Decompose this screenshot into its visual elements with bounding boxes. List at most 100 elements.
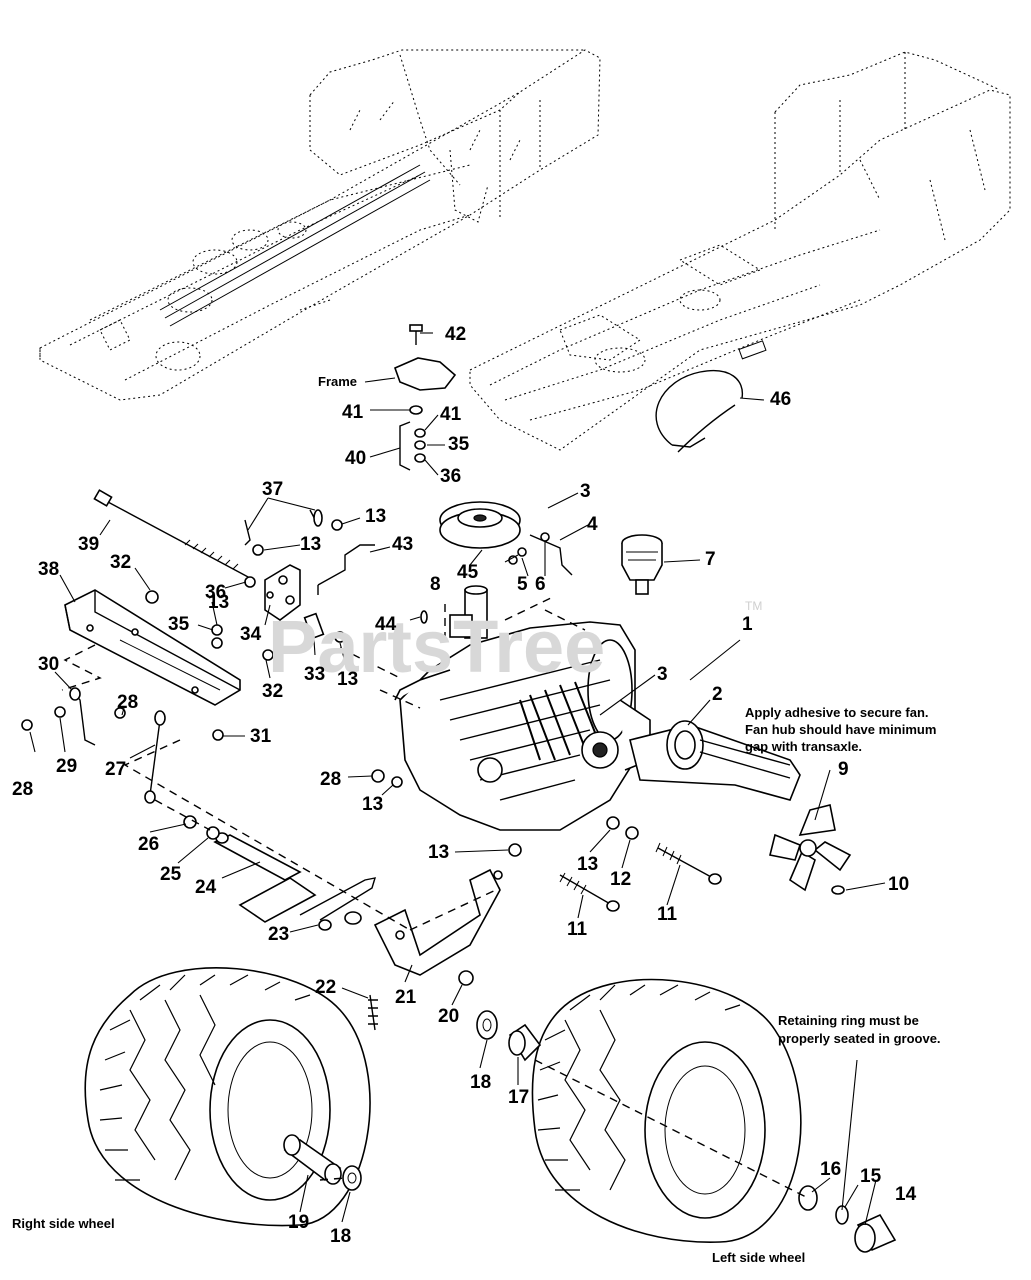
leader-lines	[29, 332, 886, 1226]
callout-1: 1	[742, 614, 753, 635]
callout-20: 20	[438, 1006, 459, 1027]
note-fan-3: gap with transaxle.	[745, 739, 862, 754]
callout-3: 3	[580, 481, 591, 502]
callout-32: 32	[262, 681, 283, 702]
pedal-21	[373, 868, 503, 976]
rod-43	[317, 544, 375, 595]
callout-15: 15	[860, 1166, 882, 1187]
callout-41: 41	[440, 404, 462, 425]
callout-36: 36	[440, 466, 461, 487]
callout-44: 44	[375, 614, 397, 635]
callout-7: 7	[705, 549, 716, 570]
note-fan-2: Fan hub should have minimum	[745, 722, 936, 737]
callout-27: 27	[105, 759, 126, 780]
bracket-34	[264, 564, 301, 621]
callout-9: 9	[838, 759, 849, 780]
hardware	[21, 519, 639, 986]
callout-13: 13	[337, 669, 358, 690]
callout-26: 26	[138, 834, 159, 855]
callout-13: 13	[577, 854, 598, 875]
note-right-wheel: Right side wheel	[12, 1216, 115, 1231]
callout-16: 16	[820, 1159, 841, 1180]
callout-31: 31	[250, 726, 272, 747]
pulley-8	[439, 501, 521, 549]
callout-11: 11	[567, 919, 588, 940]
left-tractor-frame	[39, 49, 601, 401]
left-side-wheel	[531, 978, 802, 1243]
transaxle-1	[394, 585, 651, 831]
callout-5: 5	[517, 574, 528, 595]
callout-2: 2	[712, 684, 723, 705]
callout-28: 28	[320, 769, 341, 790]
axle-2	[629, 720, 801, 801]
callout-43: 43	[392, 534, 413, 555]
bracket-38	[64, 589, 241, 706]
callout-25: 25	[160, 864, 182, 885]
callout-13: 13	[208, 592, 229, 613]
washer-18b	[342, 1165, 362, 1191]
callout-18: 18	[330, 1226, 351, 1247]
spacer-19	[283, 1134, 342, 1185]
fan-9	[769, 804, 852, 895]
callout-14: 14	[895, 1184, 917, 1205]
rod-39	[93, 489, 251, 579]
callout-8: 8	[430, 574, 441, 595]
right-side-wheel	[84, 967, 371, 1227]
link-30	[69, 687, 96, 746]
bolt-11-left	[559, 872, 620, 912]
callout-37: 37	[262, 479, 283, 500]
note-frame: Frame	[318, 374, 357, 389]
callout-4: 4	[587, 514, 598, 535]
callout-36: 36	[205, 582, 226, 603]
callout-39: 39	[78, 534, 99, 555]
callout-42: 42	[445, 324, 466, 345]
callout-6: 6	[535, 574, 546, 595]
watermark-tm: TM	[745, 599, 762, 613]
note-ring-2: properly seated in groove.	[778, 1031, 941, 1046]
callout-13: 13	[362, 794, 383, 815]
bushing-17	[508, 1023, 542, 1062]
bolt-11-right	[655, 842, 722, 885]
callout-13: 13	[428, 842, 449, 863]
callout-11: 11	[657, 904, 678, 925]
callout-40: 40	[345, 448, 366, 469]
callout-21: 21	[395, 987, 417, 1008]
callout-32: 32	[110, 552, 131, 573]
cap-14	[854, 1213, 897, 1253]
callout-13: 13	[300, 534, 321, 555]
callout-29: 29	[56, 756, 77, 777]
callouts: 42 41 41 35 40 36 46 37 13 13 3 4 39 43 …	[12, 324, 917, 1247]
pin-33	[303, 612, 325, 640]
callout-35: 35	[448, 434, 470, 455]
filter-7	[621, 534, 663, 595]
callout-28: 28	[12, 779, 33, 800]
callout-10: 10	[888, 874, 909, 895]
rod-27	[144, 710, 166, 804]
callout-19: 19	[288, 1212, 309, 1233]
frame-plate-assembly	[393, 324, 457, 471]
note-ring-1: Retaining ring must be	[778, 1013, 919, 1028]
note-left-wheel: Left side wheel	[712, 1250, 805, 1265]
callout-3: 3	[657, 664, 668, 685]
callout-46: 46	[770, 389, 791, 410]
callout-34: 34	[240, 624, 262, 645]
right-tractor-frame	[469, 51, 1011, 451]
callout-13: 13	[365, 506, 386, 527]
callout-23: 23	[268, 924, 289, 945]
washer-18a	[476, 1010, 498, 1040]
callout-22: 22	[315, 977, 336, 998]
note-fan-1: Apply adhesive to secure fan.	[745, 705, 929, 720]
callout-35: 35	[168, 614, 190, 635]
watermark-text: PartsTree	[268, 605, 605, 688]
shaft-24	[213, 832, 302, 881]
callout-38: 38	[38, 559, 59, 580]
callout-41: 41	[342, 402, 364, 423]
callout-28: 28	[117, 692, 138, 713]
callout-12: 12	[610, 869, 631, 890]
callout-45: 45	[457, 562, 479, 583]
callout-30: 30	[38, 654, 59, 675]
spring-37	[244, 509, 323, 546]
callout-24: 24	[195, 877, 217, 898]
belt-46	[655, 370, 744, 453]
